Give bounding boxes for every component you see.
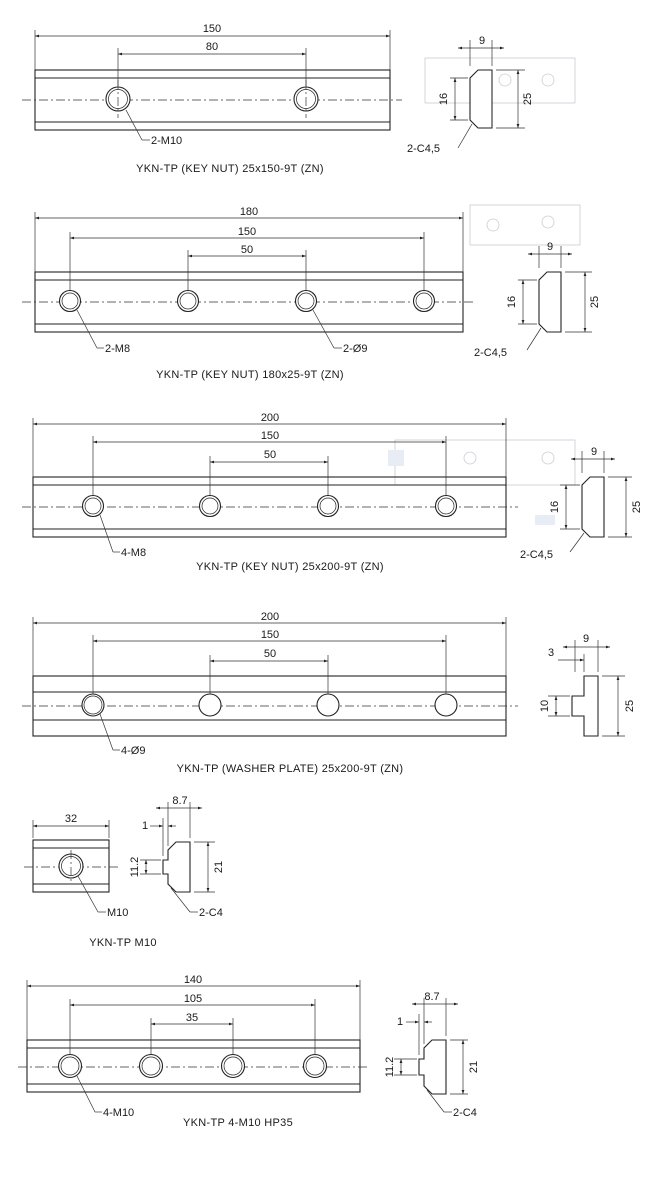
dimension-lines (32, 820, 110, 838)
profile-height: 25 (522, 93, 534, 105)
dim-overall-length: 200 (261, 412, 279, 424)
drawing-caption: YKN-TP M10 (89, 937, 157, 949)
profile-slot: 16 (506, 296, 518, 308)
dim-outer-pitch: 105 (184, 993, 202, 1005)
profile-section-view (450, 40, 525, 149)
plate-top-view (18, 1039, 370, 1093)
dim-overall-length: 140 (184, 974, 202, 986)
profile-slot: 16 (549, 501, 561, 513)
drawing-caption: YKN-TP (WASHER PLATE) 25x200-9T (ZN) (177, 763, 404, 775)
drawing-key-nut-25x150: 150 80 2-M10 YKN-TP (KEY NUT) 25x150-9T … (22, 23, 534, 175)
hole-callout: M10 (107, 907, 128, 919)
hole-callout: 2-M10 (151, 135, 182, 147)
dim-inner-pitch: 50 (241, 244, 253, 256)
profile-width: 9 (479, 35, 485, 47)
plate-top-view (22, 675, 518, 737)
profile-height: 25 (631, 501, 643, 513)
plate-top-view (22, 69, 402, 131)
profile-step: 3 (548, 647, 554, 659)
dim-inner-pitch: 50 (264, 648, 276, 660)
profile-section-view (140, 802, 215, 913)
profile-chamfer: 2-C4,5 (407, 143, 440, 155)
dimension-lines (32, 418, 507, 495)
profile-width: 9 (591, 446, 597, 458)
dim-overall-length: 180 (240, 206, 258, 218)
drawing-caption: YKN-TP 4-M10 HP35 (183, 1117, 293, 1129)
dimension-lines (34, 212, 464, 290)
drawing-key-nut-25x200: 200 150 50 4-M8 YKN-TP (KEY NUT) 25x200-… (22, 412, 643, 573)
profile-section-view (518, 246, 592, 351)
drawing-washer-plate-25x200: 200 150 50 4-Ø9 YKN-TP (WASHER PLATE) 25… (22, 611, 636, 775)
profile-chamfer: 2-C4 (453, 1107, 477, 1119)
profile-height: 25 (589, 296, 601, 308)
profile-height: 25 (624, 700, 636, 712)
hole-callout: 4-M8 (121, 547, 146, 559)
profile-width: 8.7 (172, 795, 187, 807)
dim-inner-pitch: 50 (264, 449, 276, 461)
profile-width: 9 (547, 241, 553, 253)
dimension-lines (32, 617, 507, 694)
profile-section-view (394, 998, 468, 1113)
hole-callout-2: 2-Ø9 (343, 343, 367, 355)
hole-callout: 4-Ø9 (121, 745, 145, 757)
drawing-caption: YKN-TP (KEY NUT) 25x150-9T (ZN) (136, 163, 324, 175)
dim-inner-pitch: 35 (186, 1012, 198, 1024)
dim-outer-pitch: 150 (261, 430, 279, 442)
profile-section-view (548, 640, 625, 737)
profile-slot: 11.2 (384, 1057, 396, 1078)
dim-overall-length: 200 (261, 611, 279, 623)
profile-chamfer: 2-C4,5 (474, 347, 507, 359)
profile-height: 21 (468, 1061, 480, 1073)
background-ghost-marks (388, 57, 581, 525)
drawing-key-nut-180x25: 180 150 50 2-M8 2-Ø9 YKN-TP (KEY NUT) 18… (22, 206, 601, 381)
plate-top-view (22, 271, 475, 333)
dimension-lines (34, 30, 391, 86)
hole-callout: 2-M8 (105, 343, 130, 355)
profile-width: 8.7 (424, 991, 439, 1003)
dim-length: 32 (65, 813, 77, 825)
dim-hole-pitch: 80 (206, 41, 218, 53)
dimension-lines (26, 980, 361, 1054)
profile-height: 21 (213, 861, 225, 873)
drawing-4-m10-hp35: 140 105 35 4-M10 YKN-TP 4-M10 HP35 8.7 1… (18, 974, 480, 1129)
hole-callout: 4-M10 (103, 1107, 134, 1119)
profile-section-view (560, 451, 632, 553)
drawing-m10-nut: 32 M10 YKN-TP M10 8.7 1 11.2 21 2-C4 (24, 795, 225, 949)
dim-outer-pitch: 150 (261, 629, 279, 641)
nut-top-view (24, 839, 118, 893)
dim-outer-pitch: 150 (238, 226, 256, 238)
profile-slot: 10 (539, 700, 551, 712)
profile-step: 1 (397, 1016, 403, 1028)
dim-overall-length: 150 (203, 23, 221, 35)
profile-slot: 16 (438, 93, 450, 105)
profile-width: 9 (583, 633, 589, 645)
profile-slot: 11.2 (129, 857, 141, 878)
profile-chamfer: 2-C4 (199, 907, 223, 919)
profile-chamfer: 2-C4,5 (520, 549, 553, 561)
plate-top-view (22, 476, 518, 538)
profile-step: 1 (142, 820, 148, 832)
drawing-caption: YKN-TP (KEY NUT) 180x25-9T (ZN) (156, 369, 344, 381)
drawing-caption: YKN-TP (KEY NUT) 25x200-9T (ZN) (196, 561, 384, 573)
